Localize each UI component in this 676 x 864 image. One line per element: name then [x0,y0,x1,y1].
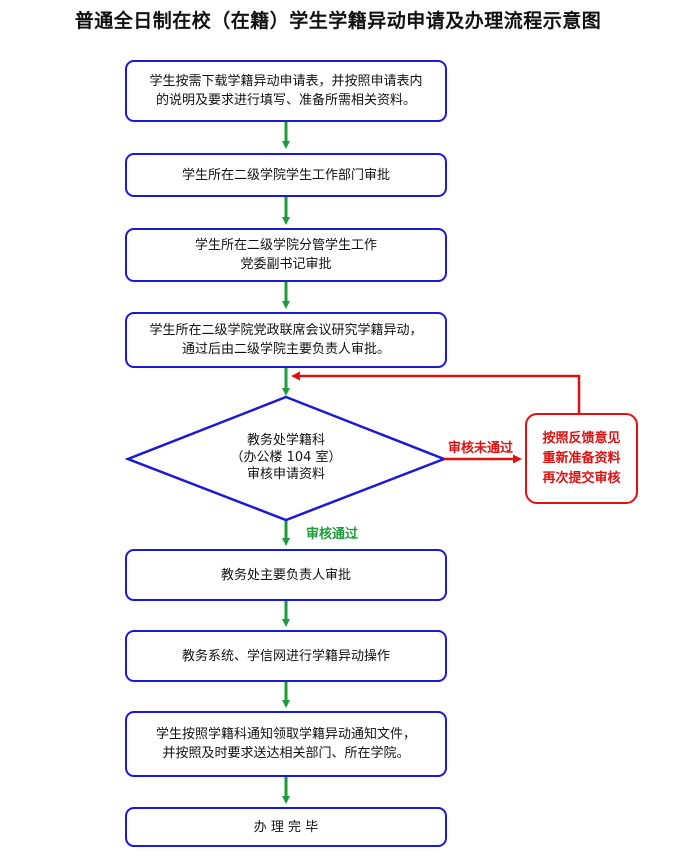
decision-text: 教务处学籍科 （办公楼 104 室） 审核申请资料 [196,432,376,483]
feedback-box: 按照反馈意见 重新准备资料 再次提交审核 [525,413,638,504]
feedback-line: 按照反馈意见 [542,430,621,446]
decision-diamond [124,395,448,522]
step-line: 并按照及时要求送达相关部门、所在学院。 [162,746,410,761]
step-dept-approval: 学生所在二级学院学生工作部门审批 [125,153,447,197]
decision-line: 审核申请资料 [246,467,325,482]
step-joint-meeting: 学生所在二级学院党政联席会议研究学籍异动， 通过后由二级学院主要负责人审批。 [125,312,447,368]
step-line: 教务系统、学信网进行学籍异动操作 [181,648,390,664]
pass-label: 审核通过 [306,527,359,542]
fail-label: 审核未通过 [448,441,514,456]
step-secretary-approval: 学生所在二级学院分管学生工作 党委副书记审批 [125,228,447,282]
step-line: 党委副书记审批 [240,257,332,272]
decision-line: 教务处学籍科 [246,433,325,448]
page-title: 普通全日制在校（在籍）学生学籍异动申请及办理流程示意图 [74,10,602,32]
step-line: 的说明及要求进行填写、准备所需相关资料。 [155,93,416,108]
step-line: 学生按照学籍科通知领取学籍异动通知文件， [155,727,416,742]
feedback-line: 重新准备资料 [542,450,621,466]
step-notify-student: 学生按照学籍科通知领取学籍异动通知文件， 并按照及时要求送达相关部门、所在学院。 [125,711,447,777]
step-line: 学生所在二级学院分管学生工作 [194,238,377,253]
step-line: 办 理 完 毕 [253,819,319,835]
step-line: 教务处主要负责人审批 [220,567,351,583]
resubmit-arrow [291,371,581,413]
step-line: 学生按需下载学籍异动申请表，并按照申请表内 [149,74,423,89]
feedback-line: 再次提交审核 [542,470,621,486]
step-complete: 办 理 完 毕 [125,807,447,847]
step-line: 学生所在二级学院学生工作部门审批 [181,167,390,183]
step-download-form: 学生按需下载学籍异动申请表，并按照申请表内 的说明及要求进行填写、准备所需相关资… [125,60,447,122]
step-line: 学生所在二级学院党政联席会议研究学籍异动， [149,323,423,338]
step-line: 通过后由二级学院主要负责人审批。 [181,342,390,357]
step-director-approval: 教务处主要负责人审批 [125,549,447,601]
decision-line: （办公楼 104 室） [230,450,342,465]
step-system-operation: 教务系统、学信网进行学籍异动操作 [125,630,447,682]
